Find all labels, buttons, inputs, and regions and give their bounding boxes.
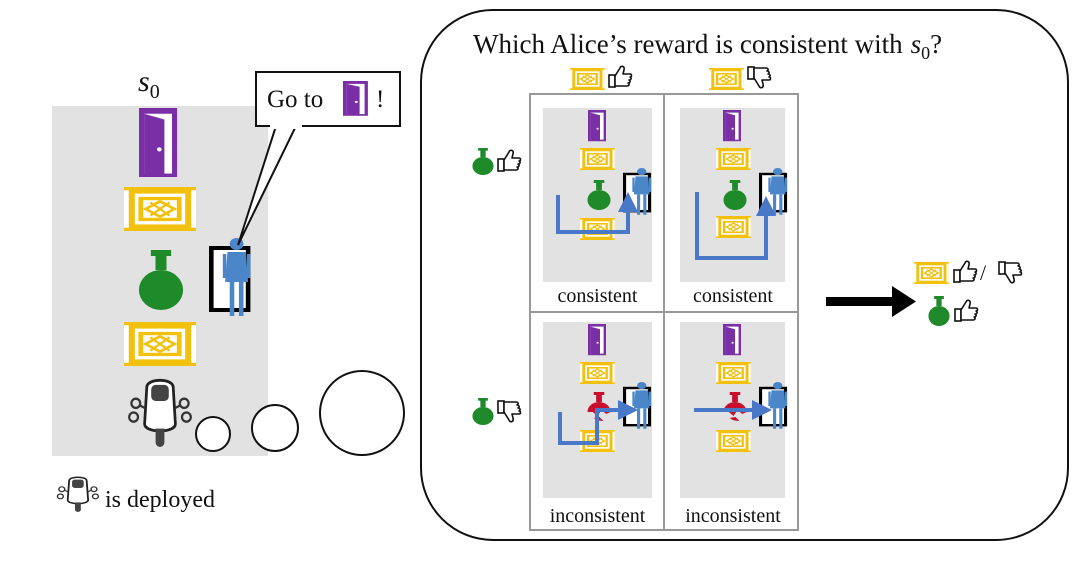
state-label: s0 — [138, 65, 160, 103]
cell-label: inconsistent — [550, 505, 646, 527]
outcome-cell: inconsistent — [680, 322, 788, 527]
path-arrow — [558, 400, 638, 445]
rug-icon — [715, 147, 752, 171]
path-arrow — [695, 192, 776, 260]
robot-icon — [56, 476, 100, 513]
rug-icon — [715, 361, 752, 385]
path-arrow — [556, 192, 638, 234]
person-icon — [759, 168, 788, 215]
speech-bubble: Go to ! — [237, 71, 401, 246]
door-icon — [139, 108, 178, 177]
person-icon — [759, 382, 788, 429]
thought-bubble-large — [319, 370, 405, 456]
outcome-cell: consistent — [543, 108, 652, 307]
rug-icon — [579, 147, 616, 171]
inferred-reward: / — [913, 260, 1023, 326]
person-icon — [623, 382, 652, 429]
deployed-caption: is deployed — [105, 487, 215, 513]
column-header-rug-like — [569, 65, 633, 91]
rug-icon — [715, 215, 752, 239]
thought-bubble-medium — [251, 404, 299, 452]
door-icon — [343, 81, 368, 116]
rug-icon — [708, 67, 745, 91]
speech-exclamation: ! — [376, 86, 384, 113]
rug-icon — [579, 361, 616, 385]
rug-icon — [715, 429, 752, 453]
cell-label: consistent — [558, 285, 638, 307]
rug-icon — [122, 320, 198, 368]
column-header-rug-dislike — [708, 66, 772, 91]
cell-label: consistent — [693, 285, 773, 307]
cell-label: inconsistent — [685, 505, 781, 527]
speech-text: Go to — [267, 86, 323, 113]
initial-state-panel: s0 Go to ! is deployed — [52, 65, 405, 513]
door-icon — [723, 324, 741, 356]
arrow-icon — [826, 286, 916, 317]
rug-icon — [122, 185, 198, 233]
thought-bubble-small — [195, 416, 231, 452]
door-icon — [588, 110, 606, 142]
rug-icon — [569, 67, 606, 91]
rug-icon — [579, 217, 616, 241]
outcome-cell: consistent — [680, 108, 788, 307]
result-slash: / — [980, 260, 987, 285]
rug-icon — [913, 261, 950, 285]
door-icon — [588, 324, 606, 356]
person-icon — [209, 238, 251, 316]
outcome-cell: inconsistent — [543, 322, 652, 527]
door-icon — [723, 110, 741, 142]
